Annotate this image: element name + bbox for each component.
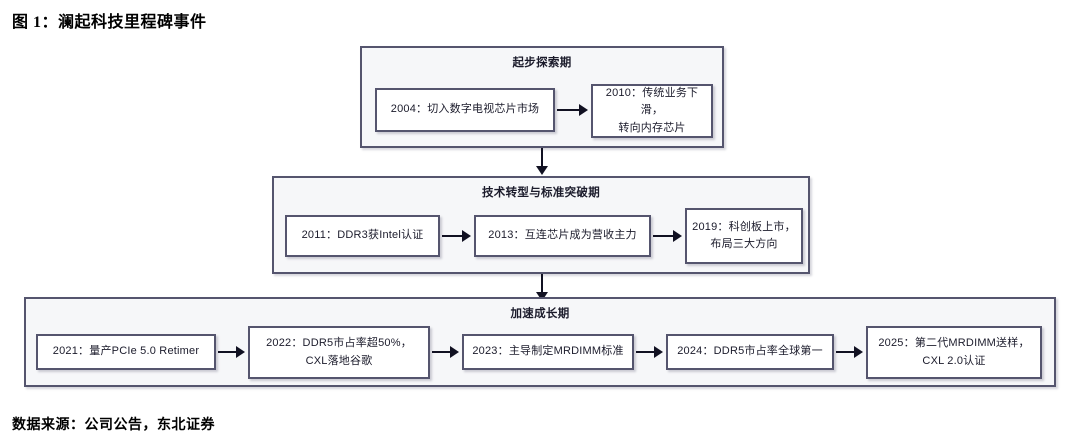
phase-title-acceleration: 加速成长期 <box>510 308 570 320</box>
node-2024-label: 2024：DDR5市占率全球第一 <box>677 345 823 358</box>
node-2021-label: 2021：量产PCIe 5.0 Retimer <box>52 345 200 358</box>
node-2024[interactable]: 2024：DDR5市占率全球第一 <box>666 334 834 370</box>
node-2011[interactable]: 2011：DDR3获Intel认证 <box>285 215 440 257</box>
node-2022[interactable]: 2022：DDR5市占率超50%， CXL落地谷歌 <box>248 326 430 379</box>
node-2022-label: 2022：DDR5市占率超50%， CXL落地谷歌 <box>266 337 412 367</box>
node-2004[interactable]: 2004：切入数字电视芯片市场 <box>375 88 555 132</box>
node-2004-label: 2004：切入数字电视芯片市场 <box>390 103 540 116</box>
phase-title-transformation: 技术转型与标准突破期 <box>482 187 600 199</box>
arrow-phase1-to-phase2 <box>535 148 549 176</box>
node-2025[interactable]: 2025：第二代MRDIMM送样， CXL 2.0认证 <box>866 326 1042 379</box>
figure-caption: 图 1：澜起科技里程碑事件 <box>12 14 207 31</box>
figure-source: 数据来源：公司公告，东北证券 <box>12 418 215 433</box>
milestone-flowchart: 起步探索期 2004：切入数字电视芯片市场 2010：传统业务下滑， 转向内存芯… <box>24 46 1056 387</box>
node-2021[interactable]: 2021：量产PCIe 5.0 Retimer <box>36 334 216 370</box>
node-2023[interactable]: 2023：主导制定MRDIMM标准 <box>462 334 634 370</box>
node-2025-label: 2025：第二代MRDIMM送样， CXL 2.0认证 <box>878 337 1030 367</box>
node-2013-label: 2013：互连芯片成为营收主力 <box>488 229 637 242</box>
node-2010[interactable]: 2010：传统业务下滑， 转向内存芯片 <box>591 84 713 138</box>
node-2019-label: 2019：科创板上市， 布局三大方向 <box>692 220 796 250</box>
phase-title-exploration: 起步探索期 <box>512 57 572 69</box>
node-2023-label: 2023：主导制定MRDIMM标准 <box>472 345 624 358</box>
node-2011-label: 2011：DDR3获Intel认证 <box>301 229 424 242</box>
node-2013[interactable]: 2013：互连芯片成为营收主力 <box>474 215 651 257</box>
node-2010-label: 2010：传统业务下滑， 转向内存芯片 <box>605 87 699 134</box>
node-2019[interactable]: 2019：科创板上市， 布局三大方向 <box>685 208 803 264</box>
